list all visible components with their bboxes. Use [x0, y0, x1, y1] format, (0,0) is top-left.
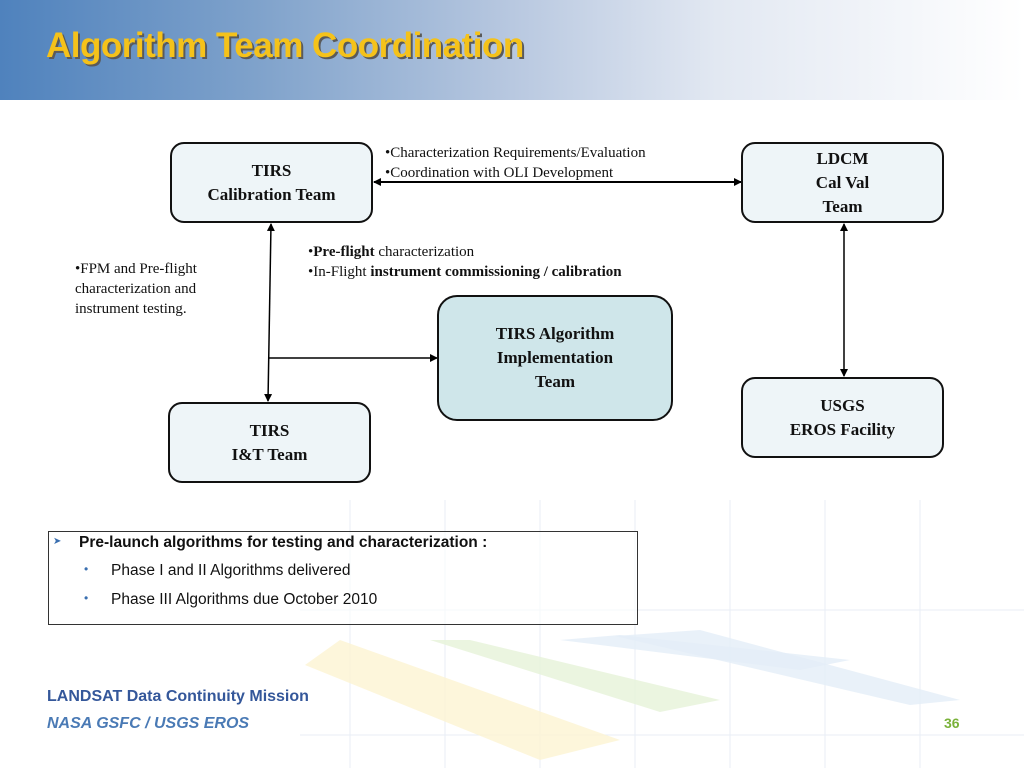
summary-item: Phase III Algorithms due October 2010: [111, 591, 378, 608]
box-label-line: TIRS: [249, 420, 290, 440]
page-number: 36: [944, 715, 960, 731]
note-text: characterization: [374, 244, 475, 260]
box-label-line: Team: [822, 196, 863, 216]
top-connector-note: •Characterization Requirements/Evaluatio…: [385, 143, 646, 183]
note-line: •Coordination with OLI Development: [385, 165, 614, 181]
box-label-line: USGS: [820, 395, 865, 415]
bullet: •: [308, 244, 314, 260]
bullet-dot-icon: •: [84, 591, 89, 605]
arrow-bullet-icon: ➤: [53, 536, 62, 547]
note-text: In-Flight: [313, 264, 371, 280]
header-banner: Algorithm Team Coordination: [0, 0, 1024, 100]
footer-organizations: NASA GSFC / USGS EROS: [47, 715, 250, 732]
ribbon-green: [430, 640, 720, 712]
usgs-eros-facility-box: USGS EROS Facility: [741, 377, 944, 458]
footer-mission-name: LANDSAT Data Continuity Mission: [47, 688, 309, 705]
note-line: characterization and: [75, 281, 197, 297]
bullet-dot-icon: •: [84, 562, 89, 576]
bullet: •: [308, 264, 314, 280]
summary-heading: Pre-launch algorithms for testing and ch…: [79, 534, 488, 551]
box-label-line: Cal Val: [815, 172, 870, 192]
tirs-algorithm-implementation-team-box: TIRS Algorithm Implementation Team: [437, 295, 673, 421]
ribbon-blue-2: [615, 630, 960, 705]
note-line: •FPM and Pre-flight: [75, 261, 197, 277]
box-label-line: EROS Facility: [789, 419, 896, 439]
middle-connector-note: •Pre-flight characterization •In-Flight …: [308, 242, 622, 282]
box-label-line: LDCM: [816, 148, 869, 168]
note-line: instrument testing.: [75, 301, 187, 317]
box-label-line: Implementation: [496, 348, 614, 367]
note-bold: instrument commissioning / calibration: [370, 264, 622, 280]
ribbon-yellow: [305, 640, 620, 760]
box-label-line: I&T Team: [231, 444, 308, 464]
ldcm-cal-val-team-box: LDCM Cal Val Team: [741, 142, 944, 223]
box-label-line: Team: [535, 372, 575, 391]
note-line-inflight: •In-Flight instrument commissioning / ca…: [308, 262, 622, 282]
left-connector-note: •FPM and Pre-flight characterization and…: [75, 259, 197, 319]
note-line-preflight: •Pre-flight characterization: [308, 242, 622, 262]
summary-item: Phase I and II Algorithms delivered: [111, 562, 351, 579]
arrow-cal-to-it: [264, 223, 275, 402]
box-label-line: TIRS Algorithm: [495, 324, 615, 343]
tirs-calibration-team-box: TIRS Calibration Team: [170, 142, 373, 223]
box-label-line: TIRS: [251, 160, 292, 180]
note-line: •Characterization Requirements/Evaluatio…: [385, 145, 646, 161]
slide-title: Algorithm Team Coordination: [46, 26, 524, 65]
ribbon-blue-1: [560, 635, 850, 670]
summary-box: ➤ Pre-launch algorithms for testing and …: [48, 531, 638, 625]
tirs-it-team-box: TIRS I&T Team: [168, 402, 371, 483]
box-label-line: Calibration Team: [207, 184, 336, 204]
note-bold: Pre-flight: [313, 244, 375, 260]
